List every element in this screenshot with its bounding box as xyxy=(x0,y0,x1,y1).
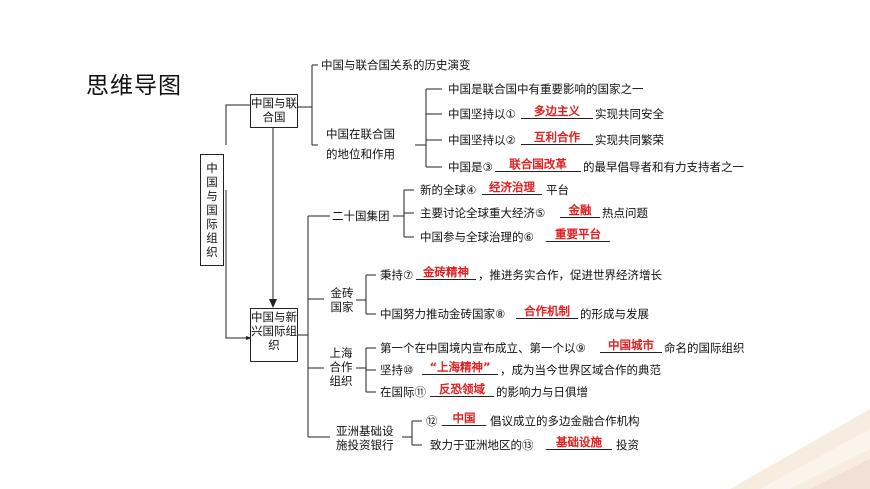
g20-item-2-post: 热点问题 xyxy=(602,206,648,220)
g20-item-1-post: 平台 xyxy=(546,183,569,197)
sco-item-1-pre: 第一个在中国境内宣布成立、第一个以⑨ xyxy=(380,341,586,355)
un-item-3-post: 实现共同繁荣 xyxy=(595,133,664,147)
g20-item-2-answer: 金融 xyxy=(560,203,600,218)
brics-item-2-answer: 合作机制 xyxy=(516,304,578,319)
g20-item-2-pre: 主要讨论全球重大经济⑤ xyxy=(420,206,546,220)
un-item-3-pre: 中国坚持以② xyxy=(448,133,516,147)
un-item-2-answer: 多边主义 xyxy=(521,104,593,119)
g20-item-1-answer: 经济治理 xyxy=(482,180,542,195)
brics-label: 金砖国家 xyxy=(330,286,354,314)
root-node: 中国与国际组织 xyxy=(200,154,224,266)
un-status-line1: 中国在联合国 xyxy=(326,127,395,141)
aiib-item-2-answer: 基础设施 xyxy=(546,435,612,450)
book-decoration xyxy=(730,409,870,489)
aiib-label-line1: 亚洲基础设 xyxy=(336,424,394,438)
un-history: 中国与联合国关系的历史演变 xyxy=(321,58,471,72)
sco-label: 上海合作组织 xyxy=(329,346,353,388)
connector-lines xyxy=(225,64,442,446)
un-item-2: 中国坚持以① xyxy=(448,107,516,121)
un-item-2-post: 实现共同安全 xyxy=(595,107,664,121)
un-item-2-pre: 中国坚持以① xyxy=(448,107,516,121)
aiib-item-2-post: 投资 xyxy=(616,438,639,452)
sco-item-3-pre: 在国际⑪ xyxy=(380,385,426,399)
mind-map-panel: 中国与国际组织 中国与联合国 中国与联合国关系的历史演变 中国在联合国 的地位和… xyxy=(190,50,762,454)
un-status-line2: 的地位和作用 xyxy=(326,147,395,161)
aiib-item-2-pre: 致力于亚洲地区的⑬ xyxy=(430,438,534,452)
un-item-4: 中国是③ xyxy=(448,160,493,174)
aiib-label-line2: 施投资银行 xyxy=(336,438,394,452)
un-item-4-pre: 中国是③ xyxy=(448,160,493,174)
g20-label: 二十国集团 xyxy=(332,209,390,223)
brics-item-1-post: ，推进务实合作，促进世界经济增长 xyxy=(478,268,662,282)
emerging-node: 中国与新兴国际组织 xyxy=(250,308,298,362)
sco-item-1-answer: 中国城市 xyxy=(600,338,662,353)
sco-item-2-answer: “上海精神” xyxy=(422,360,498,375)
g20-item-3-pre: 中国参与全球治理的⑥ xyxy=(420,230,534,244)
aiib-label: 亚洲基础设 施投资银行 xyxy=(336,424,394,452)
sco-item-3-post: 的影响力与日俱增 xyxy=(496,385,588,399)
un-item-1: 中国是联合国中有重要影响的国家之一 xyxy=(448,82,644,96)
sco-item-3-answer: 反恐领域 xyxy=(430,382,494,397)
sco-item-2-pre: 坚持⑩ xyxy=(380,363,414,377)
aiib-item-1-answer: 中国 xyxy=(442,411,486,426)
aiib-item-1-pre: ⑫ xyxy=(426,414,438,428)
g20-item-3-answer: 重要平台 xyxy=(546,227,610,242)
un-status-label: 中国在联合国 的地位和作用 xyxy=(326,124,395,164)
un-item-3-answer: 互利合作 xyxy=(521,130,593,145)
brics-item-1-answer: 金砖精神 xyxy=(416,265,476,280)
page-title: 思维导图 xyxy=(86,73,182,99)
un-item-4-post: 的最早倡导者和有力支持者之一 xyxy=(583,160,744,174)
brics-item-1-pre: 秉持⑦ xyxy=(380,268,414,282)
aiib-item-1-post: 倡议成立的多边金融合作机构 xyxy=(490,414,640,428)
sco-item-1-post: 命名的国际组织 xyxy=(664,341,745,355)
brics-item-2-pre: 中国努力推动金砖国家⑧ xyxy=(380,307,506,321)
un-item-3: 中国坚持以② xyxy=(448,133,516,147)
brics-item-2-post: 的形成与发展 xyxy=(580,307,649,321)
un-item-4-answer: 联合国改革 xyxy=(495,157,581,172)
un-node: 中国与联合国 xyxy=(250,94,298,128)
sco-item-2-post: ，成为当今世界区域合作的典范 xyxy=(500,363,661,377)
g20-item-1-pre: 新的全球④ xyxy=(420,183,477,197)
